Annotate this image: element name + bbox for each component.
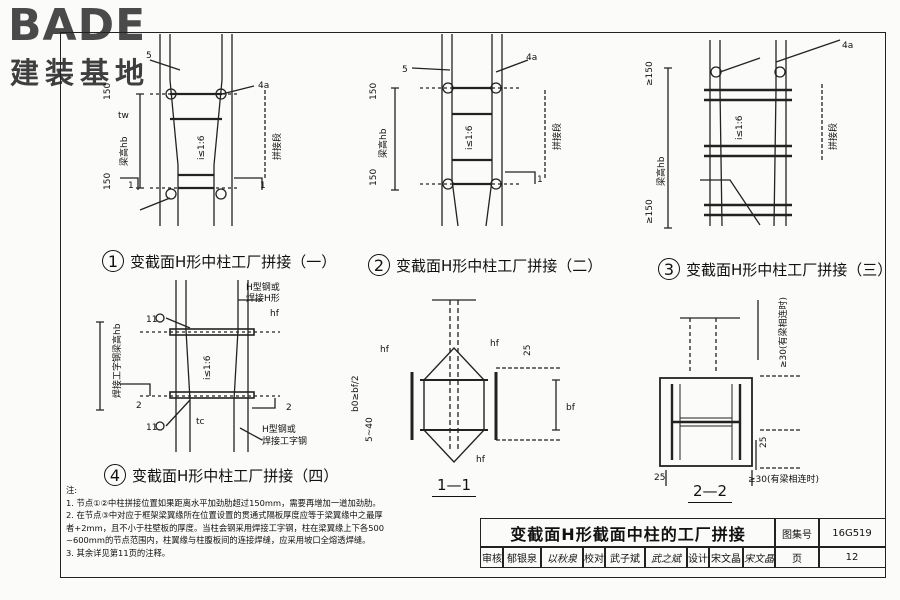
note-line: 者+2mm，且不小于柱壁板的厚度。当柱会钢采用焊接工字钢，柱在梁翼缘上下各500 bbox=[66, 522, 385, 533]
detail-2-number: 2 bbox=[368, 254, 390, 276]
beam-depth-2: 梁高hb bbox=[377, 128, 389, 158]
checker-name: 武子斌 bbox=[604, 546, 646, 568]
detail-2-drawing bbox=[391, 34, 546, 227]
dim-25-2-2b: 25 bbox=[654, 473, 665, 483]
section-1-1-text: 1—1 bbox=[436, 476, 472, 494]
mark-1-left: 1 bbox=[128, 181, 134, 191]
h-steel-top-2: 焊接H形 bbox=[246, 292, 280, 304]
tc-4: tc bbox=[196, 417, 205, 427]
checker-signature: 武之斌 bbox=[644, 546, 688, 568]
note-line: 2. 在节点③中对应于框架梁翼缘所在位置设置的贯通式隔板厚度应等于梁翼缘中之最厚 bbox=[66, 510, 383, 521]
hf-4: hf bbox=[270, 309, 280, 319]
slope-2: i≤1:6 bbox=[465, 125, 475, 150]
dim-25-2-2: 25 bbox=[759, 437, 769, 448]
note-line: 注: bbox=[66, 485, 78, 495]
dim-25-sec1: 25 bbox=[523, 345, 533, 356]
slope-4: i≤1:6 bbox=[203, 355, 213, 380]
bade-logo: BADE 建装基地 bbox=[8, 0, 178, 90]
h-steel-bottom: H型钢或 bbox=[262, 423, 296, 435]
detail-4-title: 变截面H形中柱工厂拼接（四） bbox=[132, 466, 339, 485]
weld-5-2: 5 bbox=[402, 65, 408, 75]
mark-2-left: 2 bbox=[136, 401, 142, 411]
detail-1-drawing bbox=[120, 34, 266, 226]
detail-1-title: 变截面H形中柱工厂拼接（一） bbox=[130, 252, 337, 271]
weld-4a-3: 4a bbox=[842, 41, 853, 51]
logo-subtitle: 建装基地 bbox=[10, 56, 151, 90]
weld-5-1: 5 bbox=[146, 51, 152, 61]
weld-4a-1: 4a bbox=[258, 81, 269, 91]
detail-2-title: 变截面H形中柱工厂拼接（二） bbox=[396, 256, 603, 275]
design-label: 设计 bbox=[686, 546, 710, 568]
tw-1: tw bbox=[118, 111, 129, 121]
section-1-1-underline bbox=[432, 496, 476, 498]
hf-section-1b: hf bbox=[490, 339, 500, 349]
dim-150-top-3: ≥150 bbox=[645, 61, 655, 86]
section-2-2-underline bbox=[688, 502, 732, 504]
slope-3: i≤1:6 bbox=[735, 115, 745, 140]
reviewer-name: 郁银泉 bbox=[502, 546, 542, 568]
atlas-label: 图集号 bbox=[774, 518, 820, 548]
hf-section-1c: hf bbox=[476, 455, 486, 465]
page-label: 页 bbox=[774, 546, 820, 568]
section-2-2-text: 2—2 bbox=[692, 482, 728, 500]
dim-30-2-2b: ≥30(有梁相连时) bbox=[748, 473, 819, 485]
splice-2: 拼接段 bbox=[551, 123, 563, 150]
title-block: 变截面H形截面中柱的工厂拼接 图集号 16G519 审核 郁银泉 以秋泉 校对 … bbox=[480, 518, 886, 578]
detail-1-number: 1 bbox=[102, 250, 124, 272]
page-number: 12 bbox=[818, 546, 886, 568]
beam-i-depth-4: 焊接工字钢梁高hb bbox=[111, 323, 123, 398]
note-line: 3. 其余详见第11页的注释。 bbox=[66, 547, 171, 558]
detail-3-title: 变截面H形中柱工厂拼接（三） bbox=[686, 260, 893, 279]
mark-1-right: 1 bbox=[260, 181, 266, 191]
note-line: 1. 节点①②中柱拼接位置如果距离水平加劲肋超过150mm，需要再增加一道加劲肋… bbox=[66, 497, 381, 508]
dim-150-bottom-1: 150 bbox=[103, 173, 113, 190]
weld-11-bottom: 11 bbox=[146, 423, 157, 433]
dim-30-2-2: ≥30(有梁相连时) bbox=[777, 297, 789, 368]
detail-3-caption: 3 变截面H形中柱工厂拼接（三） bbox=[658, 258, 892, 280]
detail-3-drawing bbox=[664, 39, 841, 229]
designer-name: 宋文晶 bbox=[708, 546, 744, 568]
h-steel-bottom-2: 焊接工字钢 bbox=[262, 435, 307, 447]
dim-5-40: 5~40 bbox=[365, 417, 375, 442]
mark-2-right: 2 bbox=[286, 403, 292, 413]
reviewer-signature: 以秋泉 bbox=[540, 546, 584, 568]
bf-section-1: bf bbox=[566, 403, 576, 413]
splice-3: 拼接段 bbox=[827, 123, 839, 150]
atlas-number: 16G519 bbox=[818, 518, 886, 548]
detail-4-drawing bbox=[96, 280, 280, 452]
sheet-frame bbox=[60, 32, 886, 578]
drawing-title: 变截面H形截面中柱的工厂拼接 bbox=[480, 518, 776, 548]
check-label: 校对 bbox=[582, 546, 606, 568]
detail-2-caption: 2 变截面H形中柱工厂拼接（二） bbox=[368, 254, 602, 276]
dim-150-bottom-2: 150 bbox=[369, 169, 379, 186]
designer-signature: 宋文晶 bbox=[742, 546, 776, 568]
slope-1: i≤1:6 bbox=[197, 135, 207, 160]
splice-1: 拼接段 bbox=[271, 133, 283, 160]
note-line: ~600mm的节点范围内，柱翼缘与柱腹板间的连接焊缝，应采用坡口全熔透焊缝。 bbox=[66, 535, 371, 546]
beam-depth-1: 梁高hb bbox=[118, 136, 130, 166]
dim-150-top-2: 150 bbox=[369, 83, 379, 100]
dim-150-top-1: 150 bbox=[103, 83, 113, 100]
review-label: 审核 bbox=[480, 546, 504, 568]
section-1-1-drawing bbox=[410, 299, 560, 463]
mark-1-right-2: 1 bbox=[537, 175, 543, 185]
section-2-2-label: 2—2 bbox=[688, 482, 732, 504]
logo-brand: BADE bbox=[8, 0, 147, 51]
notes-block: 注: 1. 节点①②中柱拼接位置如果距离水平加劲肋超过150mm，需要再增加一道… bbox=[66, 484, 496, 560]
section-2-2-drawing bbox=[659, 300, 800, 486]
detail-4-caption: 4 变截面H形中柱工厂拼接（四） bbox=[104, 464, 338, 486]
weld-4a-2: 4a bbox=[526, 53, 537, 63]
detail-1-caption: 1 变截面H形中柱工厂拼接（一） bbox=[102, 250, 336, 272]
detail-4-number: 4 bbox=[104, 464, 126, 486]
weld-11-top: 11 bbox=[146, 315, 157, 325]
h-steel-top: H型钢或 bbox=[246, 281, 280, 293]
dim-b0: b0≥bf/2 bbox=[351, 375, 361, 412]
beam-depth-3: 梁高hb bbox=[655, 156, 667, 186]
dim-150-bottom-3: ≥150 bbox=[645, 199, 655, 224]
detail-3-number: 3 bbox=[658, 258, 680, 280]
hf-section-1: hf bbox=[380, 345, 390, 355]
section-1-1-label: 1—1 bbox=[432, 476, 476, 498]
